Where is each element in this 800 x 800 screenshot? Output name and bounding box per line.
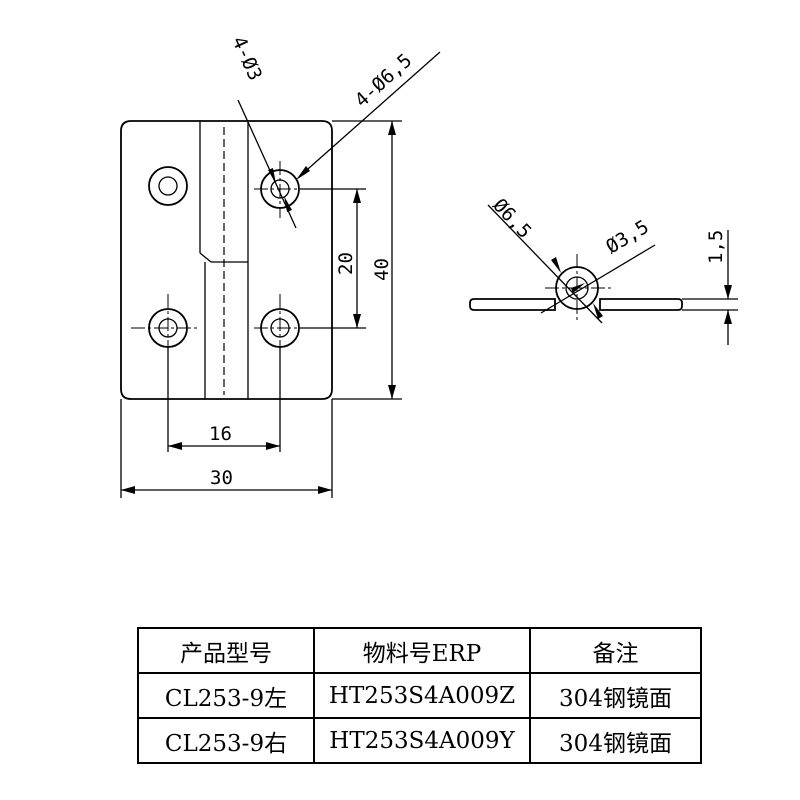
dimension-thickness: 1,5 bbox=[682, 230, 738, 345]
cell-product-model: CL253-9右 bbox=[137, 717, 315, 764]
label-small-holes: 4-Ø3 bbox=[227, 33, 266, 84]
dimension-height: 40 bbox=[332, 120, 402, 400]
cell-material-number: HT253S4A009Y bbox=[313, 717, 531, 764]
header-remark: 备注 bbox=[529, 627, 702, 674]
label-width: 30 bbox=[210, 467, 233, 489]
side-leaf-left bbox=[469, 298, 556, 311]
dimension-hole-spacing-horizontal: 16 bbox=[167, 347, 281, 452]
header-material-number: 物料号ERP bbox=[313, 627, 531, 674]
leader-small-holes: 4-Ø3 bbox=[227, 33, 297, 229]
label-hole-spacing-vertical: 20 bbox=[335, 252, 357, 275]
label-thickness: 1,5 bbox=[705, 230, 727, 264]
table-row: CL253-9左 HT253S4A009Z 304钢镜面 bbox=[137, 672, 702, 719]
table-header-row: 产品型号 物料号ERP 备注 bbox=[137, 627, 702, 674]
leader-large-holes: 4-Ø6,5 bbox=[296, 49, 441, 180]
label-side-inner-diameter: Ø3,5 bbox=[602, 216, 653, 258]
product-spec-table: 产品型号 物料号ERP 备注 CL253-9左 HT253S4A009Z 304… bbox=[137, 627, 702, 764]
hole-top-right bbox=[254, 161, 314, 218]
leader-side-outer-diameter: Ø6,5 bbox=[487, 194, 603, 324]
cell-material-number: HT253S4A009Z bbox=[313, 672, 531, 719]
cell-remark: 304钢镜面 bbox=[529, 717, 702, 764]
hole-bottom-left bbox=[131, 294, 200, 362]
cell-remark: 304钢镜面 bbox=[529, 672, 702, 719]
label-side-outer-diameter: Ø6,5 bbox=[488, 194, 535, 242]
cell-product-model: CL253-9左 bbox=[137, 672, 315, 719]
hole-top-left bbox=[148, 166, 188, 206]
label-hole-spacing-horizontal: 16 bbox=[209, 423, 232, 445]
dimension-hole-spacing-vertical: 20 bbox=[300, 188, 366, 329]
hinge-outline bbox=[120, 120, 333, 400]
dimension-width: 30 bbox=[120, 399, 333, 498]
label-height: 40 bbox=[371, 258, 393, 281]
hinge-front-view bbox=[120, 120, 333, 400]
side-leaf-right bbox=[599, 298, 683, 311]
table-row: CL253-9右 HT253S4A009Y 304钢镜面 bbox=[137, 717, 702, 764]
header-product-model: 产品型号 bbox=[137, 627, 315, 674]
